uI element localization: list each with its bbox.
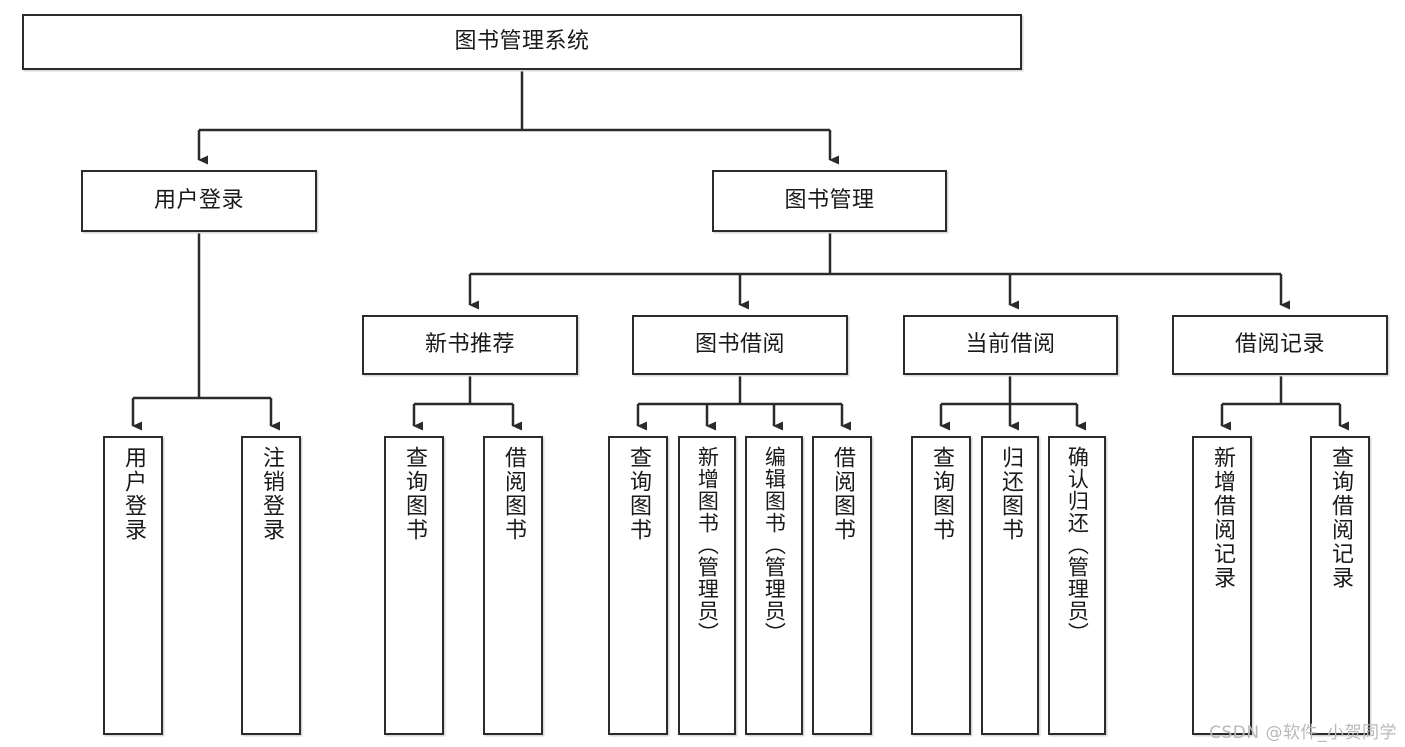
node-label: 图书借阅 [694,332,785,358]
node-label: 注销登录 [258,446,284,542]
node-book-management[interactable]: 图书管理 [712,170,947,232]
node-label: 查询借阅记录 [1327,446,1353,590]
node-label: 借阅图书 [829,446,855,542]
watermark-text: CSDN @软件_小贺同学 [1209,723,1397,743]
node-label: 用户登录 [153,188,244,214]
node-label: 用户登录 [120,446,146,542]
node-label: 图书管理 [784,188,875,214]
node-label: 借阅记录 [1234,332,1325,358]
leaf-borrow-borrow-book[interactable]: 借阅图书 [812,436,872,735]
leaf-current-confirm-return-admin[interactable]: 确认归还（管理员） [1048,436,1106,735]
node-label: 图书管理系统 [454,29,590,55]
leaf-user-login-signin[interactable]: 用户登录 [103,436,163,735]
node-label: 新增借阅记录 [1209,446,1235,590]
leaf-user-login-signout[interactable]: 注销登录 [241,436,301,735]
node-label: 编辑图书（管理员） [762,446,787,644]
node-user-login[interactable]: 用户登录 [81,170,317,232]
node-label: 确认归还（管理员） [1065,446,1090,644]
leaf-borrow-edit-book-admin[interactable]: 编辑图书（管理员） [745,436,803,735]
node-label: 查询图书 [401,446,427,542]
node-label: 归还图书 [997,446,1023,542]
node-borrow-record[interactable]: 借阅记录 [1172,315,1388,375]
node-book-borrow[interactable]: 图书借阅 [632,315,848,375]
leaf-current-return-book[interactable]: 归还图书 [981,436,1039,735]
leaf-borrow-query-book[interactable]: 查询图书 [608,436,668,735]
node-label: 查询图书 [625,446,651,542]
node-label: 借阅图书 [500,446,526,542]
node-root-system[interactable]: 图书管理系统 [22,14,1022,70]
node-label: 当前借阅 [965,332,1056,358]
leaf-recommend-borrow-book[interactable]: 借阅图书 [483,436,543,735]
node-current-borrow[interactable]: 当前借阅 [903,315,1118,375]
leaf-current-query-book[interactable]: 查询图书 [911,436,971,735]
leaf-borrow-add-book-admin[interactable]: 新增图书（管理员） [678,436,736,735]
node-label: 新增图书（管理员） [695,446,720,644]
leaf-record-query-record[interactable]: 查询借阅记录 [1310,436,1370,735]
node-label: 新书推荐 [424,332,515,358]
leaf-record-add-record[interactable]: 新增借阅记录 [1192,436,1252,735]
leaf-recommend-query-book[interactable]: 查询图书 [384,436,444,735]
node-new-book-recommend[interactable]: 新书推荐 [362,315,578,375]
node-label: 查询图书 [928,446,954,542]
